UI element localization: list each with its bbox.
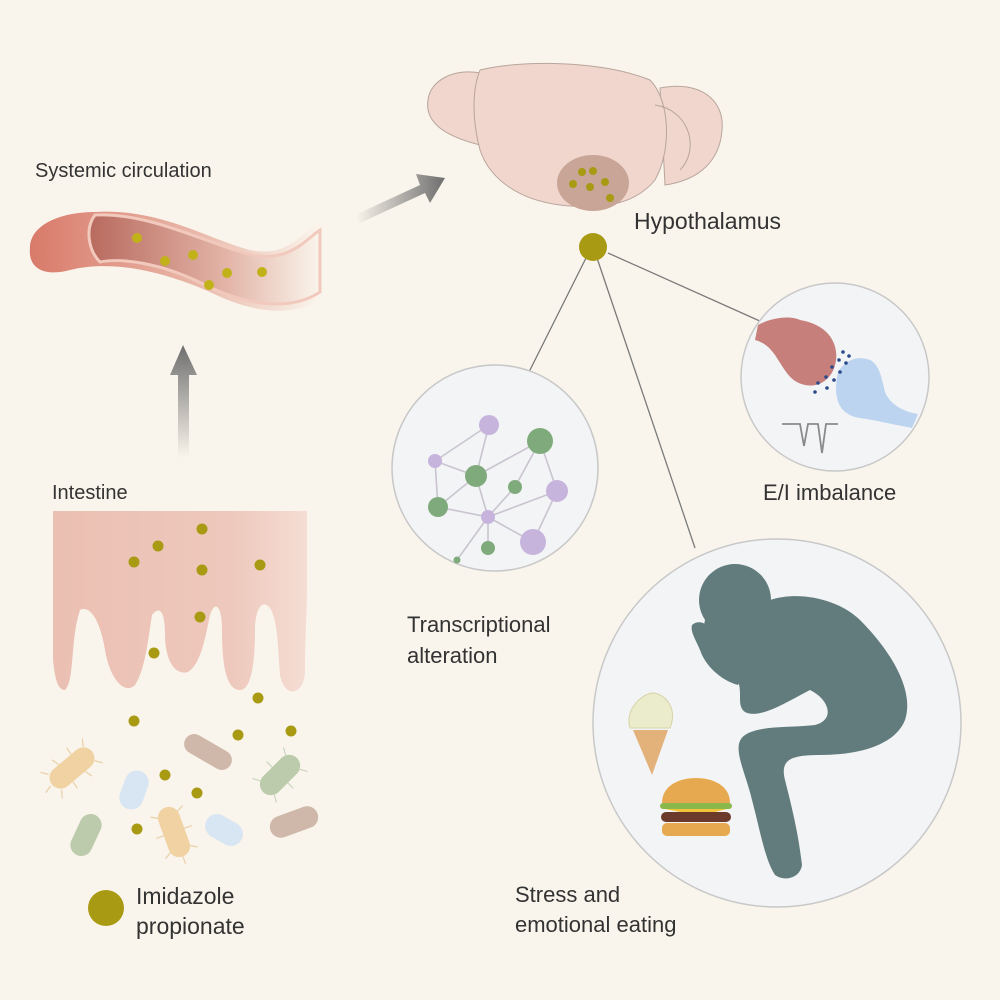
label-systemic-circulation: Systemic circulation	[35, 160, 212, 182]
arrow-up-icon	[170, 345, 197, 458]
network-node	[546, 480, 568, 502]
network-node	[479, 415, 499, 435]
label-intestine: Intestine	[52, 482, 128, 504]
label-legend-line2: propionate	[136, 913, 245, 939]
postsynaptic-neuron	[836, 358, 918, 428]
label-transcriptional-line2: alteration	[407, 643, 498, 668]
network-node	[428, 454, 442, 468]
bacterium-icon	[119, 770, 149, 810]
network-nodes	[428, 415, 568, 564]
bacterium-icon	[40, 738, 104, 799]
network-node	[428, 497, 448, 517]
neurotransmitter-dots	[813, 350, 851, 394]
bacterium-icon	[70, 814, 102, 856]
arrow-to-brain-icon	[355, 174, 445, 223]
bacterium-icon	[205, 814, 243, 846]
current-trace-icon	[782, 423, 838, 454]
bacterium-icon	[184, 734, 232, 770]
metabolite-dots-hypothalamus	[569, 167, 614, 202]
label-stress-line2: emotional eating	[515, 912, 677, 937]
legend-metabolite-dot	[88, 890, 124, 926]
network-node	[465, 465, 487, 487]
stress-panel	[592, 538, 962, 908]
label-transcriptional-line1: Transcriptional	[407, 612, 551, 637]
metabolite-dots-vessel	[132, 233, 267, 290]
ei-imbalance-panel	[740, 282, 930, 472]
label-hypothalamus: Hypothalamus	[634, 208, 782, 234]
hypothalamus-hub-dot	[579, 233, 607, 261]
burger-icon	[660, 778, 732, 836]
transcriptional-panel	[391, 364, 599, 572]
connector-lines	[519, 252, 763, 549]
network-node	[527, 428, 553, 454]
gut-bacteria	[40, 734, 319, 865]
bacterium-icon	[150, 805, 198, 865]
bacterium-icon	[269, 806, 319, 838]
label-legend-line1: Imidazole	[136, 883, 235, 909]
blood-vessel	[29, 211, 322, 311]
distressed-person-icon	[691, 564, 908, 879]
label-stress-line1: Stress and	[515, 882, 621, 907]
metabolite-dots-intestine	[128, 523, 297, 835]
intestine	[53, 511, 307, 692]
ice-cream-icon	[628, 692, 673, 775]
brain	[427, 62, 723, 211]
bacterium-icon	[252, 747, 308, 803]
network-node	[481, 541, 495, 555]
network-node	[508, 480, 522, 494]
network-node	[481, 510, 495, 524]
label-ei-imbalance: E/I imbalance	[763, 480, 897, 505]
presynaptic-neuron	[755, 317, 837, 386]
network-node	[520, 529, 546, 555]
network-node	[453, 556, 461, 564]
